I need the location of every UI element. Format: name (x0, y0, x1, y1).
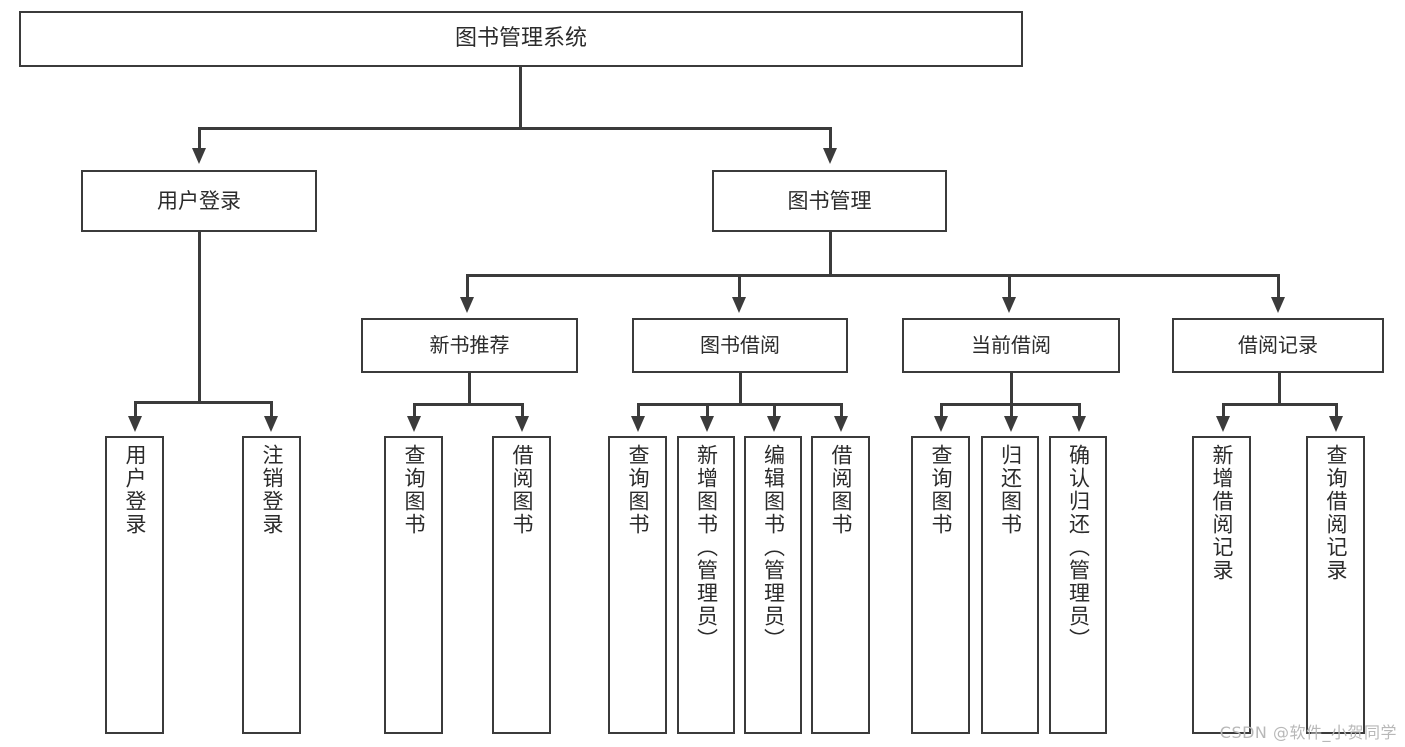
connector-to-book-borrow (738, 274, 741, 300)
arrow-borrow-record-leaf-2 (1329, 416, 1343, 432)
connector-current-borrow-leaf-2 (1010, 403, 1013, 419)
arrow-borrow-record-leaf-1 (1216, 416, 1230, 432)
connector-borrow-record-leaf-2 (1335, 403, 1338, 419)
connector-root-to-book-manage (829, 127, 832, 151)
node-label: 当前借阅 (971, 332, 1051, 357)
connector-book-borrow-bus (637, 403, 842, 406)
connector-root-bus (198, 127, 831, 130)
arrow-to-current-borrow (1002, 297, 1016, 313)
arrow-user-login-leaf-1 (128, 416, 142, 432)
arrow-book-borrow-leaf-4 (834, 416, 848, 432)
arrow-current-borrow-leaf-1 (934, 416, 948, 432)
leaf-label: 注销登录 (260, 444, 284, 536)
leaf-current-borrow-1[interactable]: 归还图书 (981, 436, 1039, 734)
connector-current-borrow-leaf-3 (1078, 403, 1081, 419)
node-label: 图书管理系统 (454, 26, 587, 52)
connector-book-borrow-leaf-4 (840, 403, 843, 419)
arrow-to-new-book (460, 297, 474, 313)
connector-user-login-leaf-2 (270, 401, 273, 419)
connector-to-new-book (466, 274, 469, 300)
connector-book-borrow-stem (739, 373, 742, 405)
leaf-borrow-record-1[interactable]: 查询借阅记录 (1306, 436, 1365, 734)
node-label: 用户登录 (157, 188, 241, 213)
leaf-label: 借阅图书 (829, 444, 853, 536)
leaf-current-borrow-2[interactable]: 确认归还（管理员） (1049, 436, 1107, 734)
connector-root-stem (519, 67, 522, 129)
leaf-book-borrow-1[interactable]: 新增图书（管理员） (677, 436, 735, 734)
leaf-label: 确认归还（管理员） (1066, 444, 1091, 651)
leaf-borrow-record-0[interactable]: 新增借阅记录 (1192, 436, 1251, 734)
arrow-to-book-borrow (732, 297, 746, 313)
connector-root-to-user-login (198, 127, 201, 151)
node-label: 图书借阅 (700, 332, 780, 357)
connector-book-management-stem (829, 232, 832, 276)
node-new-book-recommend[interactable]: 新书推荐 (361, 318, 578, 373)
connector-new-book-leaf-2 (521, 403, 524, 419)
connector-book-borrow-leaf-2 (706, 403, 709, 419)
leaf-label: 用户登录 (123, 444, 147, 536)
leaf-label: 查询图书 (929, 444, 953, 536)
leaf-label: 查询图书 (626, 444, 650, 536)
leaf-user-login-0[interactable]: 用户登录 (105, 436, 164, 734)
connector-current-borrow-leaf-1 (940, 403, 943, 419)
node-root-system[interactable]: 图书管理系统 (19, 11, 1023, 67)
arrow-current-borrow-leaf-2 (1004, 416, 1018, 432)
connector-book-borrow-leaf-3 (773, 403, 776, 419)
leaf-label: 归还图书 (998, 444, 1023, 536)
node-current-borrow[interactable]: 当前借阅 (902, 318, 1120, 373)
leaf-user-login-1[interactable]: 注销登录 (242, 436, 301, 734)
leaf-book-borrow-2[interactable]: 编辑图书（管理员） (744, 436, 802, 734)
connector-new-book-bus (413, 403, 524, 406)
connector-user-login-leaf-1 (134, 401, 137, 419)
leaf-label: 查询图书 (402, 444, 426, 536)
arrow-book-borrow-leaf-2 (700, 416, 714, 432)
connector-current-borrow-stem (1010, 373, 1013, 405)
connector-book-borrow-leaf-1 (637, 403, 640, 419)
arrow-root-to-book-manage (823, 148, 837, 164)
leaf-new-book-recommend-1[interactable]: 借阅图书 (492, 436, 551, 734)
connector-user-login-bus (134, 401, 272, 404)
leaf-new-book-recommend-0[interactable]: 查询图书 (384, 436, 443, 734)
connector-new-book-leaf-1 (413, 403, 416, 419)
arrow-book-borrow-leaf-1 (631, 416, 645, 432)
connector-borrow-record-stem (1278, 373, 1281, 405)
node-user-login[interactable]: 用户登录 (81, 170, 317, 232)
connector-borrow-record-bus (1222, 403, 1337, 406)
leaf-label: 编辑图书（管理员） (761, 444, 786, 651)
node-book-borrow[interactable]: 图书借阅 (632, 318, 848, 373)
arrow-book-borrow-leaf-3 (767, 416, 781, 432)
arrow-user-login-leaf-2 (264, 416, 278, 432)
node-book-management[interactable]: 图书管理 (712, 170, 947, 232)
leaf-label: 新增图书（管理员） (694, 444, 719, 651)
connector-level3-bus (466, 274, 1279, 277)
connector-borrow-record-leaf-1 (1222, 403, 1225, 419)
connector-user-login-stem (198, 232, 201, 403)
watermark-text: CSDN @软件_小贺同学 (1219, 723, 1397, 742)
arrow-current-borrow-leaf-3 (1072, 416, 1086, 432)
leaf-label: 借阅图书 (510, 444, 534, 536)
arrow-new-book-leaf-1 (407, 416, 421, 432)
leaf-book-borrow-0[interactable]: 查询图书 (608, 436, 667, 734)
node-borrow-record[interactable]: 借阅记录 (1172, 318, 1384, 373)
node-label: 新书推荐 (429, 332, 510, 357)
connector-to-current-borrow (1008, 274, 1011, 300)
node-label: 图书管理 (787, 188, 872, 213)
connector-to-borrow-record (1277, 274, 1280, 300)
node-label: 借阅记录 (1238, 332, 1318, 357)
leaf-label: 查询借阅记录 (1324, 444, 1348, 582)
arrow-root-to-user-login (192, 148, 206, 164)
connector-new-book-stem (468, 373, 471, 405)
arrow-new-book-leaf-2 (515, 416, 529, 432)
leaf-label: 新增借阅记录 (1210, 444, 1234, 582)
arrow-to-borrow-record (1271, 297, 1285, 313)
leaf-current-borrow-0[interactable]: 查询图书 (911, 436, 970, 734)
leaf-book-borrow-3[interactable]: 借阅图书 (811, 436, 870, 734)
